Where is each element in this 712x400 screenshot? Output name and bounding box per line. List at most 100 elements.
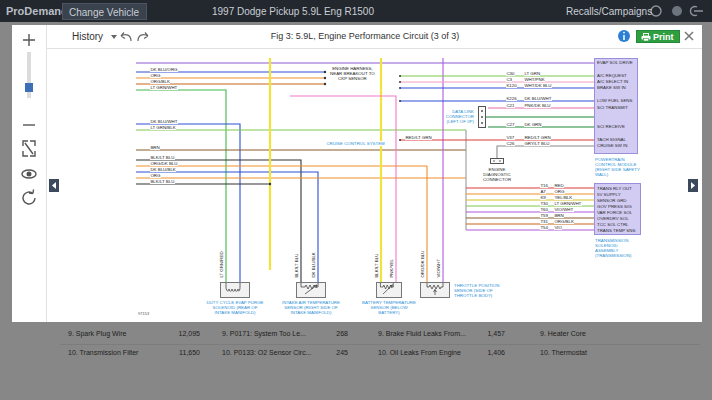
list-item: 9. P0171: System Too Le... bbox=[222, 330, 306, 338]
print-button: Print bbox=[636, 30, 680, 43]
node-heading: ENGINE DIAGNOSTIC CONNECTOR bbox=[477, 167, 517, 182]
wire-color-label: BLK/LT BLU bbox=[294, 253, 299, 278]
wiring bbox=[465, 130, 466, 230]
count-value: 268 bbox=[336, 330, 348, 338]
sidebar-icons bbox=[25, 83, 33, 92]
count-value: 12,095 bbox=[179, 330, 200, 338]
sensor-symbol bbox=[427, 283, 443, 295]
pin-number: C26 bbox=[506, 141, 515, 146]
wiring bbox=[466, 211, 594, 212]
wire-color-label: GRY/LT BLU bbox=[524, 141, 550, 146]
wire-color-label: BLK/LT BLU bbox=[374, 253, 379, 278]
top-bar bbox=[0, 0, 712, 22]
toolbar-icons bbox=[138, 33, 148, 42]
sensor-symbol bbox=[377, 283, 401, 297]
wiring bbox=[136, 149, 466, 150]
modal-window bbox=[46, 25, 47, 322]
toolbar-icons bbox=[121, 33, 131, 42]
wiring bbox=[400, 87, 594, 88]
wire-color-label: ORG bbox=[150, 73, 161, 78]
connector-symbol: ENGINE DIAGNOSTIC CONNECTOR bbox=[490, 158, 504, 164]
sidebar-icons bbox=[22, 170, 36, 178]
wire-color-label: LT GRN bbox=[524, 71, 540, 76]
wire-color-label: VIO bbox=[554, 225, 562, 230]
node-text: TRANS TEMP SNS bbox=[597, 228, 635, 233]
control-module-box: EVAP SOL DRIVEA/C REQUESTA/C SELECT INBR… bbox=[594, 58, 638, 154]
wiring bbox=[324, 71, 326, 73]
wiring bbox=[136, 129, 466, 130]
wire-color-label: YEL/BLK bbox=[554, 195, 573, 200]
wire-color-label: WHT/PNK bbox=[524, 77, 545, 82]
wire-color-label: WHT/DK BLU bbox=[524, 83, 552, 88]
connector-symbol bbox=[493, 160, 501, 162]
pin-number: T54 bbox=[540, 225, 548, 230]
sensor-symbol: BATTERY TEMPERATURE SENSOR (BELOW BATTER… bbox=[376, 282, 402, 298]
wiring bbox=[400, 81, 594, 82]
node-heading: DATA LINK CONNECTOR (LEFT OF I/P) bbox=[434, 109, 474, 124]
vehicle-name: 1997 Dodge Pickup 5.9L Eng R1500 bbox=[212, 6, 374, 18]
wiring bbox=[466, 229, 594, 230]
toolbar-icons bbox=[111, 35, 117, 39]
sidebar-icons bbox=[23, 124, 35, 125]
wiring bbox=[136, 124, 240, 282]
wire-color-label: RED/LT GRN bbox=[405, 135, 432, 140]
app-name: ProDemand bbox=[6, 5, 68, 18]
sensor-symbol bbox=[301, 283, 318, 294]
nav-arrow bbox=[688, 179, 698, 192]
sensor-symbol bbox=[380, 283, 393, 294]
connector-symbol bbox=[481, 122, 483, 124]
wire-color-label: VIO/WHT bbox=[554, 207, 574, 212]
node-text: A/C SELECT IN bbox=[597, 79, 628, 84]
sensor-symbol: INTAKE AIR TEMPERATURE SENSOR (RIGHT SID… bbox=[296, 282, 326, 298]
connector bbox=[497, 146, 594, 158]
node-heading: TRANSMISSION SOLENOID ASSEMBLY (TRANSMIS… bbox=[595, 238, 641, 258]
wire-color-label: LT GRN/RED bbox=[219, 251, 224, 278]
print-button bbox=[641, 33, 651, 41]
solenoid-symbol: DUTY CYCLE EVAP PURGE SOLENOID (REAR OF … bbox=[220, 282, 250, 298]
wiring bbox=[136, 166, 427, 282]
wire-color-label: RED bbox=[554, 183, 564, 188]
top-bar bbox=[651, 6, 661, 16]
sidebar-icons bbox=[27, 172, 31, 176]
pin-number: T16 bbox=[540, 183, 548, 188]
wire-color-label: LT GRN/WHT bbox=[150, 85, 178, 90]
wiring bbox=[466, 217, 594, 218]
wire-color-label: DK BLU/WHT bbox=[524, 96, 552, 101]
connector-symbol bbox=[481, 116, 483, 118]
wiring bbox=[399, 139, 401, 141]
node-heading: DUTY CYCLE EVAP PURGE SOLENOID (REAR OF … bbox=[205, 300, 265, 315]
solenoid-assembly-box: TRANS RLY OUT5V SUPPLYSENSOR GRDGOV PRES… bbox=[594, 183, 641, 235]
wiring bbox=[324, 77, 326, 79]
wiring bbox=[399, 81, 401, 83]
wiring bbox=[466, 193, 594, 194]
wiring bbox=[136, 177, 466, 178]
sensor-symbol bbox=[427, 283, 443, 295]
connector-symbol: DATA LINK CONNECTOR (LEFT OF I/P) bbox=[478, 106, 486, 128]
sensor-symbol bbox=[380, 283, 393, 294]
wire-color-label: ORG/BLK bbox=[150, 79, 170, 84]
wiring bbox=[136, 172, 318, 282]
page-background bbox=[0, 22, 712, 400]
pin-number: V37 bbox=[506, 135, 515, 140]
sidebar-icons bbox=[23, 34, 35, 46]
connector-symbol bbox=[481, 110, 483, 124]
modal-window bbox=[12, 25, 702, 322]
toolbar-icons bbox=[623, 35, 625, 40]
node-text: EVAP SOL DRIVE bbox=[597, 60, 633, 65]
wire-color-label: PNK/DK BLU bbox=[524, 103, 551, 108]
toolbar-icons bbox=[618, 30, 630, 42]
wire-color-label: DK BLU/ORG bbox=[150, 67, 178, 72]
modal-window bbox=[12, 25, 702, 322]
sensor-symbol bbox=[301, 283, 318, 294]
node-text: CRUISE SW IN bbox=[597, 143, 628, 148]
node-text: SENSOR GRD bbox=[597, 198, 627, 203]
print-button bbox=[644, 39, 649, 42]
connector-symbol bbox=[499, 160, 501, 162]
menu-link: Recalls/Campaigns bbox=[566, 6, 652, 18]
wiring bbox=[136, 58, 594, 282]
count-value: 11,650 bbox=[179, 349, 200, 357]
wire-color-label: ORG bbox=[150, 173, 161, 178]
pin-number: K9 bbox=[540, 195, 546, 200]
sensor-symbol: THROTTLE POSITION SENSOR (SIDE OF THROTT… bbox=[420, 282, 450, 298]
pin-number: K226 bbox=[506, 96, 517, 101]
